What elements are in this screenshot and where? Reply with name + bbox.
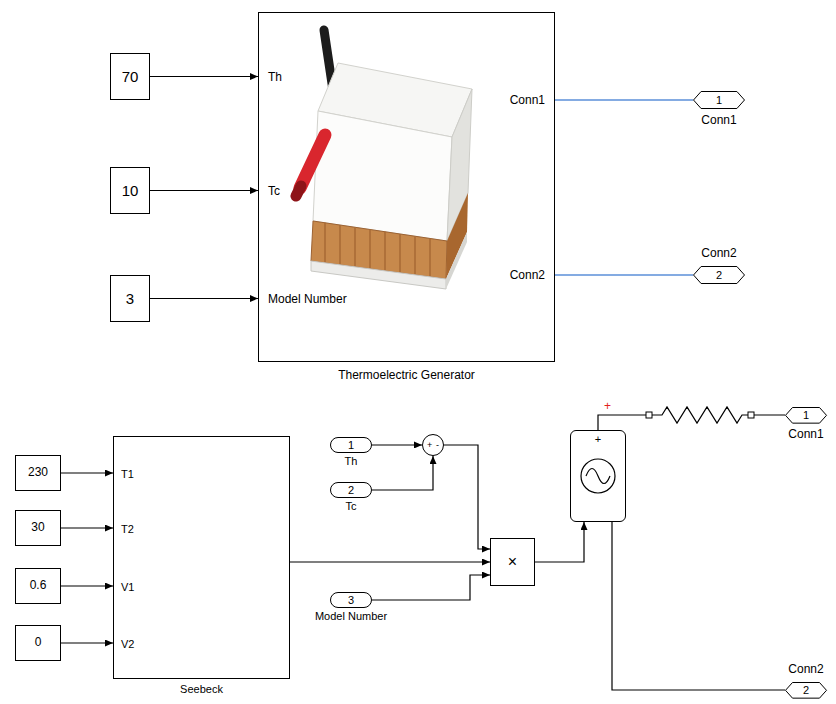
sign-label: + <box>427 440 432 450</box>
module-band-side <box>446 193 468 279</box>
constant-block: 3 <box>110 275 150 322</box>
constant-value: 0.6 <box>30 579 47 593</box>
physical-connection <box>612 522 785 690</box>
constant-block: 30 <box>15 510 61 546</box>
constant-block: 70 <box>110 53 150 100</box>
sign-label: - <box>436 440 439 450</box>
inport-block: 2Tc <box>330 482 372 499</box>
module-side-face <box>447 89 472 241</box>
operator-symbol: × <box>508 553 517 571</box>
port-label: Model Number <box>268 293 347 307</box>
signal-line <box>372 575 490 600</box>
sine-wave <box>586 469 610 484</box>
signal-line <box>61 472 113 473</box>
polarity-mark: + <box>604 400 611 414</box>
resistor-zigzag <box>652 407 748 423</box>
red-lead-tip <box>296 186 301 196</box>
port-label: Tc <box>268 185 280 199</box>
constant-block: 0.6 <box>15 568 61 604</box>
module-top-face <box>318 63 472 137</box>
port-name: Th <box>345 455 358 468</box>
module-front-face <box>313 111 452 241</box>
outport-block: 2Conn2 <box>785 682 827 699</box>
black-lead-wire <box>324 30 334 97</box>
signal-line <box>150 190 258 191</box>
constant-value: 70 <box>122 68 139 85</box>
signal-line <box>372 444 422 445</box>
port-name: Conn2 <box>788 663 823 677</box>
physical-connection <box>555 99 693 101</box>
constant-block: 230 <box>15 455 61 491</box>
teg-module-picture <box>296 30 472 289</box>
inport-block: 1Th <box>330 437 372 454</box>
port-number: 2 <box>716 269 722 282</box>
port-number: 2 <box>803 684 809 697</box>
outport-shape <box>694 267 745 284</box>
source-symbol <box>581 459 615 493</box>
port-label: V2 <box>121 638 134 651</box>
port-label: V1 <box>121 581 134 594</box>
red-lead-wire <box>300 135 325 188</box>
sum-block: +- <box>422 434 444 456</box>
outport-shape <box>786 407 827 423</box>
port-number: 1 <box>348 439 354 452</box>
signal-line <box>444 445 490 549</box>
port-name: Conn1 <box>788 428 823 442</box>
constant-value: 0 <box>35 636 42 650</box>
subsystem-block: ThTcModel NumberConn1Conn2Thermoelectric… <box>258 12 555 362</box>
constant-value: 10 <box>122 182 139 199</box>
resistor-terminal <box>748 412 754 418</box>
port-label: T2 <box>121 523 134 536</box>
resistor-ground <box>646 404 754 426</box>
signal-line <box>290 561 490 562</box>
outport-block: 2Conn2 <box>693 266 745 284</box>
port-name: Tc <box>346 500 357 513</box>
polarity-label: + <box>595 433 601 446</box>
physical-connection <box>555 274 693 276</box>
port-label: Conn2 <box>510 269 545 283</box>
constant-block: 0 <box>15 625 61 661</box>
resistor-symbol <box>646 404 754 426</box>
port-number: 1 <box>716 94 722 107</box>
block-name: Thermoelectric Generator <box>338 369 475 383</box>
signal-line <box>61 585 113 586</box>
block-name: Seebeck <box>180 683 223 696</box>
constant-block: 10 <box>110 167 150 214</box>
signal-line <box>61 642 113 643</box>
port-number: 1 <box>803 409 809 422</box>
physical-connection <box>598 415 785 430</box>
port-name: Conn2 <box>701 247 736 261</box>
source-circle <box>581 459 615 493</box>
port-name: Model Number <box>315 610 387 623</box>
module-bottom-side <box>446 232 467 289</box>
constant-value: 30 <box>31 521 44 535</box>
signal-line <box>61 527 113 528</box>
port-label: T1 <box>121 468 134 481</box>
signal-line <box>535 522 584 562</box>
outport-block: 1Conn1 <box>693 91 745 109</box>
inport-block: 3Model Number <box>330 592 372 609</box>
signal-line <box>372 456 433 490</box>
port-label: Th <box>268 71 282 85</box>
signal-line <box>150 298 258 299</box>
outport-block: 1Conn1 <box>785 407 827 424</box>
module-semiconductor-band <box>311 221 447 279</box>
resistor-terminal <box>646 412 652 418</box>
constant-value: 230 <box>28 466 48 480</box>
port-label: Conn1 <box>510 94 545 108</box>
constant-value: 3 <box>126 290 134 307</box>
module-bottom-plate <box>311 261 446 289</box>
outport-shape <box>694 92 745 109</box>
product-block: × <box>490 538 535 586</box>
subsystem-block: T1T2V1V2Seebeck <box>113 436 290 679</box>
module-band-stripes <box>325 223 430 277</box>
controlled-voltage-source: + <box>570 430 626 522</box>
port-name: Conn1 <box>701 114 736 128</box>
outport-shape <box>786 682 827 698</box>
port-number: 3 <box>348 594 354 607</box>
signal-line <box>150 76 258 77</box>
port-number: 2 <box>348 484 354 497</box>
